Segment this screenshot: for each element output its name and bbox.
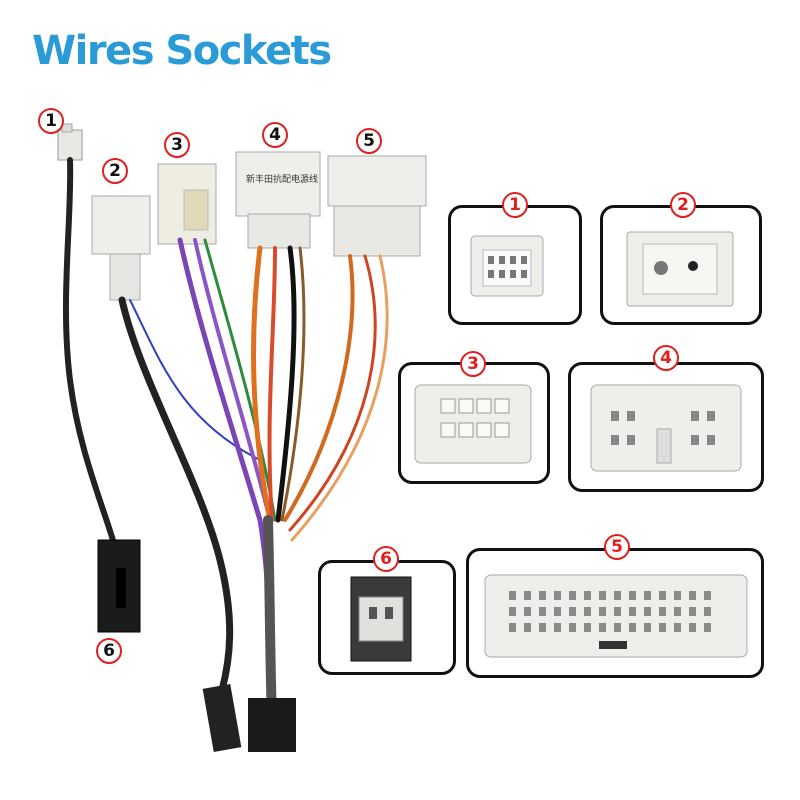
harness-callout-3: 3 (164, 132, 190, 158)
connector-5-pin (704, 623, 711, 632)
harness-callout-1: 1 (38, 108, 64, 134)
panel-callout-5: 5 (604, 534, 630, 560)
harness-bottom-connector (248, 698, 296, 752)
connector-5-pin (674, 591, 681, 600)
harness-callout-2: 2 (102, 158, 128, 184)
connector-5-pin (524, 607, 531, 616)
connector-5-pin (644, 607, 651, 616)
panel-callout-2: 2 (670, 192, 696, 218)
connector-5-pin (614, 623, 621, 632)
wire-bundle (63, 157, 389, 725)
harness-connector-1 (57, 123, 83, 161)
connector-5-pin (659, 591, 666, 600)
connector-5-pin (704, 591, 711, 600)
connector-4-photo (590, 384, 742, 472)
harness-antenna-plug (202, 684, 242, 752)
panel-callout-3: 3 (460, 351, 486, 377)
connector-5-photo (484, 574, 748, 658)
connector-5-pin (689, 623, 696, 632)
connector-5-pin (509, 591, 516, 600)
connector-5-pin (509, 623, 516, 632)
connector-5-pin (644, 591, 651, 600)
harness-connector-5 (327, 155, 427, 257)
connector-5-pin (569, 591, 576, 600)
connector-panel-3 (398, 362, 550, 484)
connector-5-pin (674, 607, 681, 616)
connector-5-pin (629, 591, 636, 600)
connector-5-pin (629, 607, 636, 616)
harness-callout-6: 6 (96, 638, 122, 664)
connector-panel-5 (466, 548, 764, 678)
connector-5-pin (644, 623, 651, 632)
panel-callout-6: 6 (373, 546, 399, 572)
connector-5-pin (704, 607, 711, 616)
connector-4-label: 新丰田抗配电源线 (246, 173, 318, 185)
connector-5-pin (554, 607, 561, 616)
connector-5-pin (584, 607, 591, 616)
connector-5-pin (554, 623, 561, 632)
connector-5-pin (569, 623, 576, 632)
connector-5-pin (524, 591, 531, 600)
connector-5-pin (659, 623, 666, 632)
connector-5-pin (614, 591, 621, 600)
panel-callout-4: 4 (653, 345, 679, 371)
connector-5-pin (569, 607, 576, 616)
connector-5-pin (509, 607, 516, 616)
connector-1-photo (470, 235, 544, 297)
panel-callout-1: 1 (502, 192, 528, 218)
page-title: Wires Sockets (32, 28, 332, 74)
harness-usb-plug-6 (97, 539, 141, 633)
harness-callout-5: 5 (356, 128, 382, 154)
connector-panel-1 (448, 205, 582, 325)
connector-5-pin (599, 607, 606, 616)
connector-5-pin (554, 591, 561, 600)
connector-5-pin (599, 591, 606, 600)
harness-callout-4: 4 (262, 122, 288, 148)
connector-2-photo (626, 231, 734, 307)
connector-panel-4 (568, 362, 764, 492)
connector-5-pin (584, 591, 591, 600)
connector-3-photo (414, 384, 532, 464)
connector-5-pin (659, 607, 666, 616)
connector-6-photo (350, 576, 412, 662)
connector-5-pin (614, 607, 621, 616)
connector-5-pin (689, 591, 696, 600)
connector-5-pin (629, 623, 636, 632)
connector-5-pin (539, 623, 546, 632)
connector-5-pin (539, 591, 546, 600)
harness-connector-4 (235, 151, 321, 249)
connector-5-pin (539, 607, 546, 616)
connector-5-pin (599, 623, 606, 632)
connector-5-pin (584, 623, 591, 632)
harness-connector-3 (157, 163, 217, 245)
connector-panel-6 (318, 560, 456, 675)
connector-panel-2 (600, 205, 762, 325)
harness-connector-2 (91, 195, 151, 301)
connector-5-pin (674, 623, 681, 632)
connector-5-pin (524, 623, 531, 632)
connector-5-pin (689, 607, 696, 616)
